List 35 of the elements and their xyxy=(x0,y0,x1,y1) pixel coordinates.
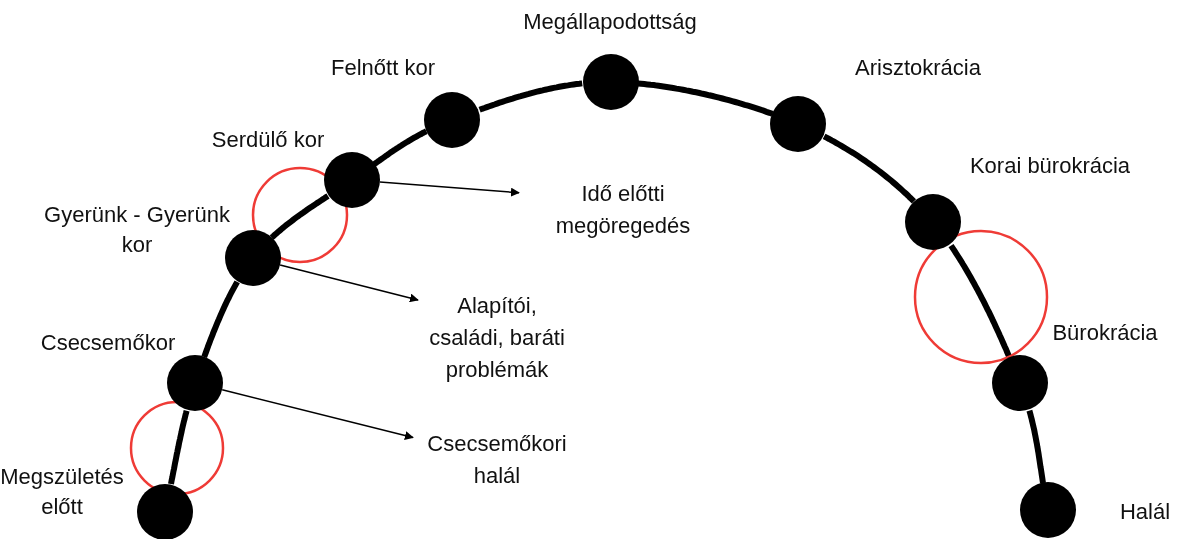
stage-label: Megállapodottság xyxy=(522,8,698,36)
stage-label: Csecsemőkor xyxy=(39,329,177,357)
stage-dot xyxy=(137,484,193,539)
curve-segment xyxy=(637,80,774,117)
stage-label: Serdülő kor xyxy=(210,126,326,154)
stage-dot xyxy=(167,355,223,411)
stage-dot xyxy=(225,230,281,286)
curve-segment xyxy=(269,193,330,240)
stage-label: Felnőtt kor xyxy=(330,54,436,82)
stage-label: Halál xyxy=(1118,498,1172,526)
outcome-text: Alapítói, családi, baráti problémák xyxy=(422,290,572,386)
stage-label: Arisztokrácia xyxy=(854,54,982,82)
curve-segment xyxy=(372,128,428,167)
stage-dot xyxy=(1020,482,1076,538)
outcome-text: Idő előtti megöregedés xyxy=(523,178,723,242)
curve-segment xyxy=(201,280,240,359)
curve-segment xyxy=(948,243,1013,359)
outcome-text: Csecsemőkori halál xyxy=(417,428,577,492)
curve-segment xyxy=(822,133,917,204)
stage-dot xyxy=(992,355,1048,411)
stage-label: Korai bürokrácia xyxy=(968,152,1132,180)
stage-label: Gyerünk - Gyerünk kor xyxy=(43,201,231,259)
stage-label: Bürokrácia xyxy=(1051,319,1159,347)
stage-dot xyxy=(905,194,961,250)
stage-dot xyxy=(424,92,480,148)
arrow xyxy=(279,264,419,303)
arrow xyxy=(379,181,520,197)
curve-segment xyxy=(168,409,190,485)
curve-segment xyxy=(1026,409,1046,485)
stage-dot xyxy=(324,152,380,208)
stage-label: Megszületés előtt xyxy=(0,463,125,521)
curve-segment xyxy=(478,80,583,113)
stage-dot xyxy=(770,96,826,152)
arrow xyxy=(221,389,414,440)
stage-dot xyxy=(583,54,639,110)
